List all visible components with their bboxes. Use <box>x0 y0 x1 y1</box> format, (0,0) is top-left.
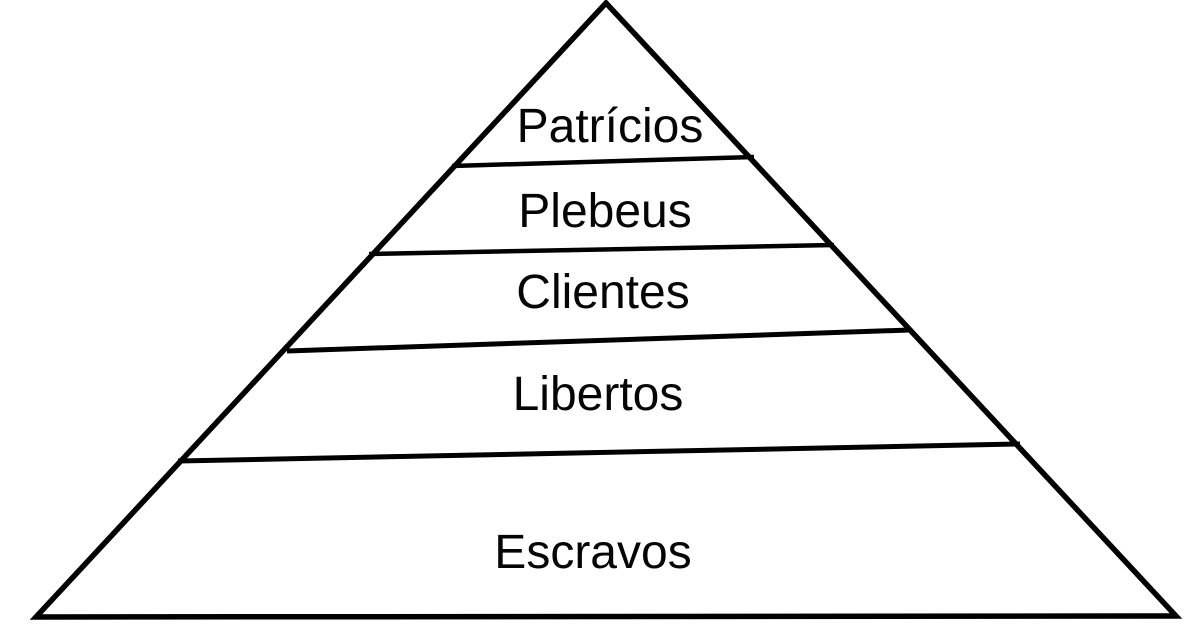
divider-line-clientes-libertos <box>286 327 911 354</box>
pyramid-outline <box>29 0 1183 620</box>
divider-line-libertos-escravos <box>177 441 1021 464</box>
level-label-libertos: Libertos <box>513 368 684 421</box>
level-label-clientes: Clientes <box>516 266 689 319</box>
level-label-patricios: Patrícios <box>517 100 704 153</box>
divider-line-plebeus-clientes <box>368 242 835 257</box>
level-label-plebeus: Plebeus <box>518 185 691 238</box>
level-label-escravos: Escravos <box>494 526 691 579</box>
divider-line-patricios-plebeus <box>451 154 755 169</box>
